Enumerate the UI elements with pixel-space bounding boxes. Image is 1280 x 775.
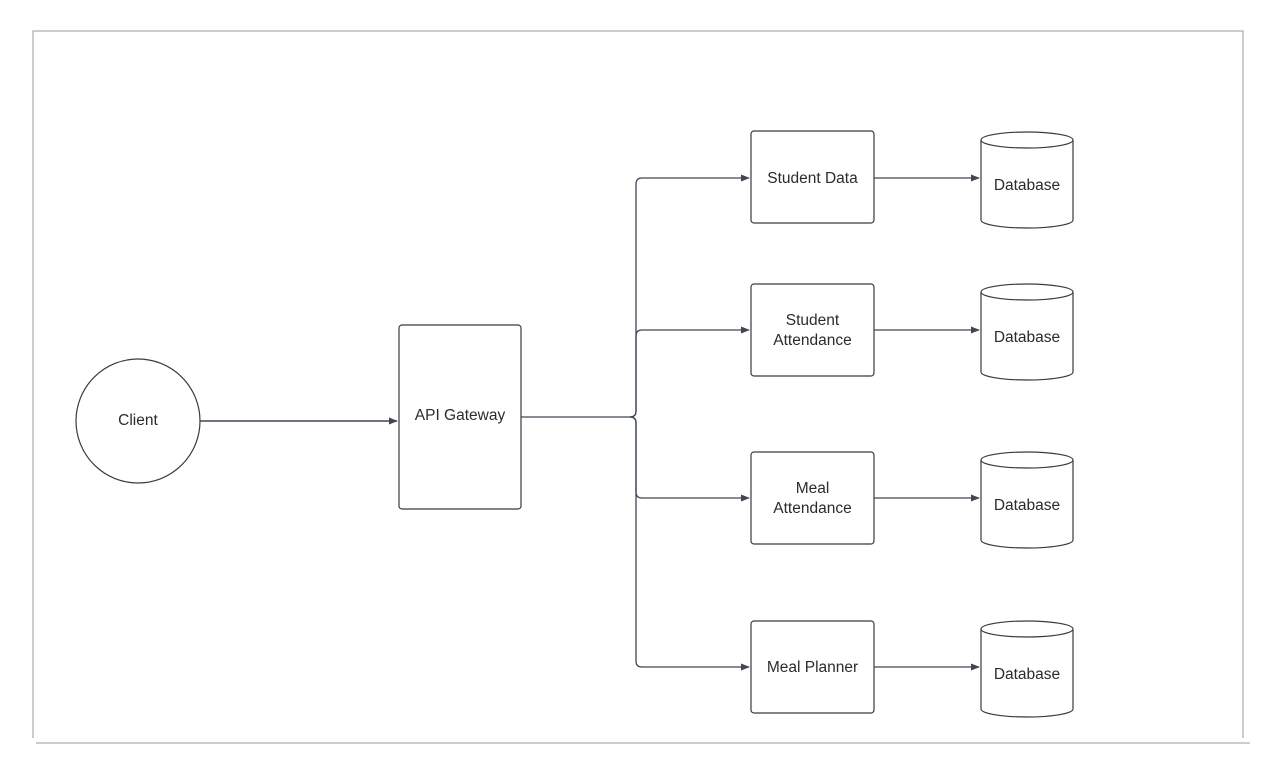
database-node-2: Database [980, 283, 1074, 381]
database-node-4: Database [980, 620, 1074, 718]
service-label-line: Student [786, 312, 840, 329]
database-label: Database [994, 497, 1060, 514]
service-node-4: Meal Planner [750, 620, 875, 714]
database-label: Database [994, 177, 1060, 194]
route-to-service-4 [629, 416, 750, 671]
database-body [980, 292, 1074, 381]
database-top [980, 283, 1074, 301]
service-label-line: Attendance [773, 332, 851, 349]
database-label: Database [994, 666, 1060, 683]
database-body [980, 460, 1074, 549]
service-label-line: Attendance [773, 500, 851, 517]
client-node: Client [75, 358, 201, 484]
route-to-service-2 [629, 326, 750, 418]
route-to-service-1 [629, 174, 750, 418]
database-node-1: Database [980, 131, 1074, 229]
service-label-line: Meal [796, 480, 830, 497]
service-box [750, 451, 875, 545]
service-label-line: Meal Planner [767, 659, 858, 676]
service-label-line: Student Data [767, 170, 858, 187]
route-to-service-3 [629, 416, 750, 502]
api-gateway-node: API Gateway [398, 324, 522, 510]
database-top [980, 131, 1074, 149]
database-node-3: Database [980, 451, 1074, 549]
api-gateway-label: API Gateway [415, 407, 506, 424]
canvas-frame [32, 30, 1244, 738]
database-top [980, 620, 1074, 638]
service-box [750, 283, 875, 377]
database-body [980, 629, 1074, 718]
client-label: Client [118, 412, 158, 429]
database-top [980, 451, 1074, 469]
database-label: Database [994, 329, 1060, 346]
database-body [980, 140, 1074, 229]
service-node-1: Student Data [750, 130, 875, 224]
service-routes [629, 174, 750, 671]
service-box [750, 130, 875, 224]
